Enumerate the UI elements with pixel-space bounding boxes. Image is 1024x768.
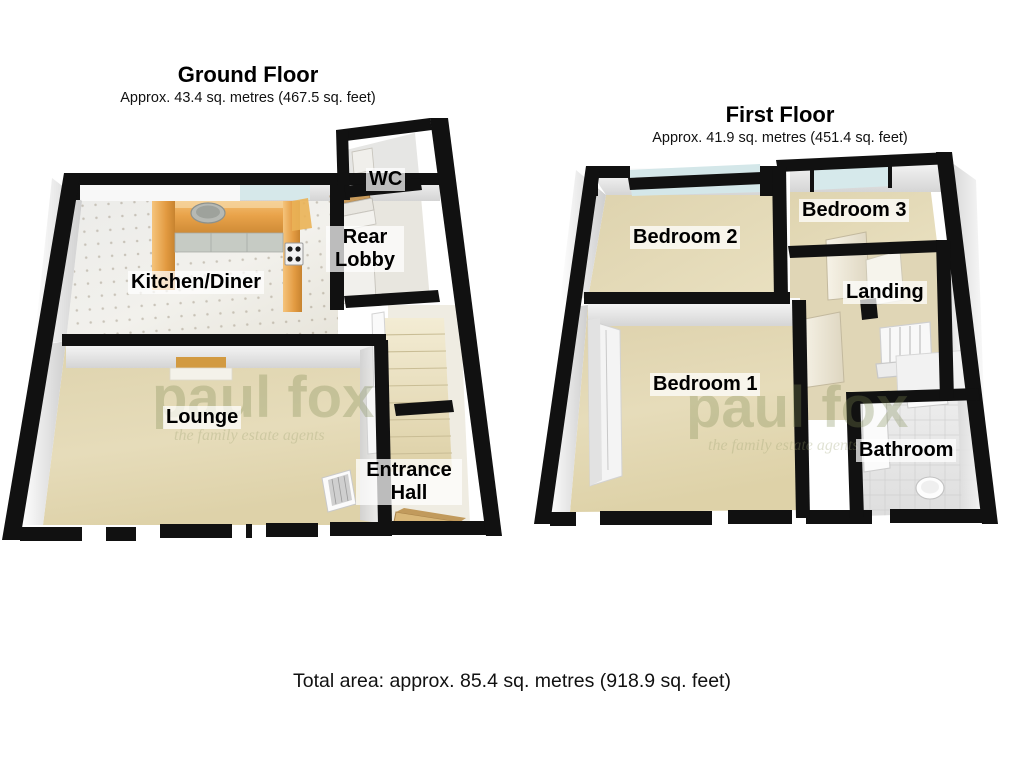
kitchen-units-left [152, 201, 175, 290]
room-label-bedroom-2: Bedroom 2 [630, 226, 741, 249]
room-label-rear-lobby-line2: Lobby [335, 249, 395, 271]
first-floor-subtitle: Approx. 41.9 sq. metres (451.4 sq. feet) [652, 130, 908, 146]
bedroom1-wardrobe [587, 318, 623, 487]
first-floor-title: First Floor [725, 102, 835, 127]
bedroom1-north-wall-face [588, 298, 800, 326]
room-label-entrance-hall-line1: Entrance [366, 459, 452, 481]
room-label-bathroom: Bathroom [856, 439, 957, 462]
kitchen-wall-cabinet [292, 198, 312, 231]
lounge-radiator [176, 357, 226, 368]
total-area-text: Total area: approx. 85.4 sq. metres (918… [293, 670, 731, 692]
first-floor-walls [534, 152, 998, 526]
lounge-west-wall-face [21, 341, 66, 525]
ground-floor-subtitle: Approx. 43.4 sq. metres (467.5 sq. feet) [120, 90, 376, 106]
bedroom1-floor [570, 305, 806, 512]
room-label-entrance-hall-line2: Hall [390, 482, 428, 504]
room-label-bedroom-1: Bedroom 1 [650, 373, 761, 396]
room-label-wc: WC [366, 168, 406, 191]
lounge-floor [43, 341, 386, 525]
room-label-kitchen-diner: Kitchen/Diner [128, 271, 265, 294]
room-label-lounge: Lounge [163, 406, 242, 429]
entrance-hall-radiator [321, 469, 357, 513]
ground-floor-title: Ground Floor [177, 62, 319, 87]
lounge-north-wall-face [66, 341, 386, 368]
kitchen-units-right-lower [283, 255, 302, 312]
room-label-rear-lobby-line1: Rear [342, 226, 388, 248]
room-label-landing: Landing [843, 281, 927, 304]
room-label-entrance-hall: Entrance Hall [356, 459, 462, 505]
room-label-rear-lobby: Rear Lobby [326, 226, 404, 272]
room-label-bedroom-3: Bedroom 3 [799, 199, 910, 222]
